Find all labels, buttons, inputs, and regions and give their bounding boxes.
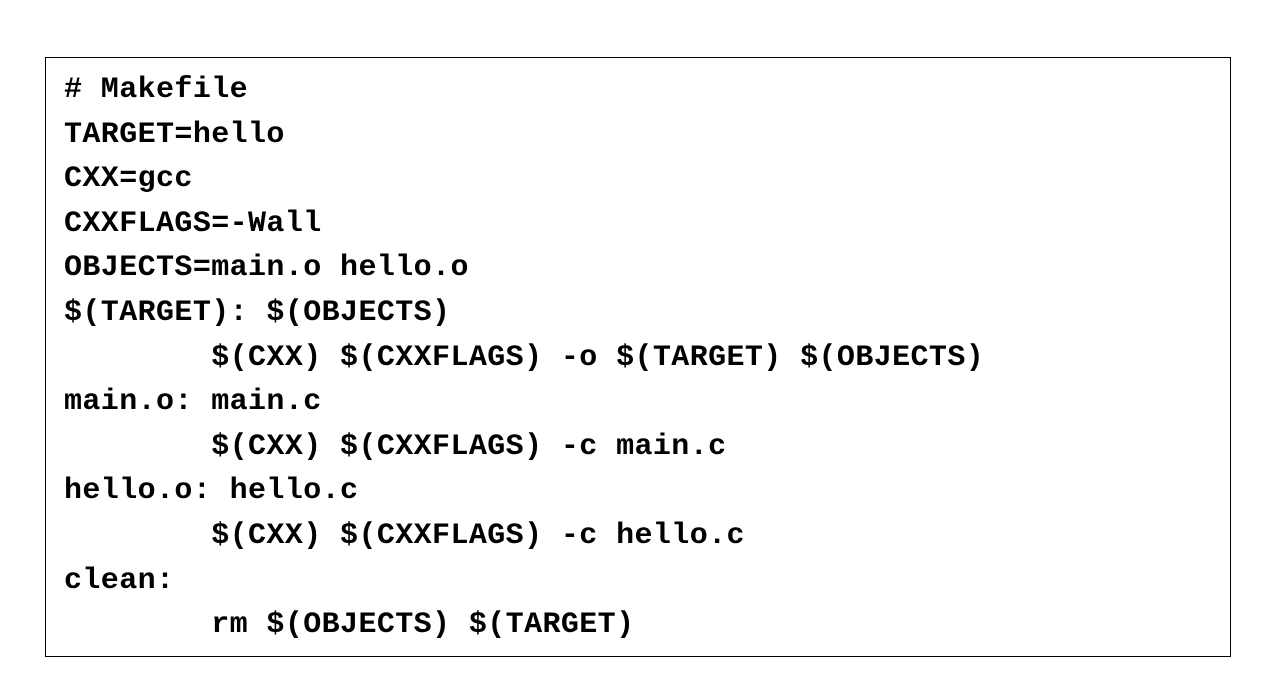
code-line-hello-recipe: $(CXX) $(CXXFLAGS) -c hello.c bbox=[64, 518, 745, 553]
code-line-cxx-var: CXX=gcc bbox=[64, 162, 193, 197]
makefile-code-lines: # Makefile TARGET=hello CXX=gcc CXXFLAGS… bbox=[64, 68, 984, 648]
makefile-code-box: # Makefile TARGET=hello CXX=gcc CXXFLAGS… bbox=[45, 57, 1231, 657]
code-line-target-recipe: $(CXX) $(CXXFLAGS) -o $(TARGET) $(OBJECT… bbox=[64, 340, 985, 375]
code-line-target-var: TARGET=hello bbox=[64, 117, 285, 152]
code-line-clean-rule: clean: bbox=[64, 563, 175, 598]
code-line-main-rule: main.o: main.c bbox=[64, 385, 322, 420]
code-line-hello-rule: hello.o: hello.c bbox=[64, 474, 359, 509]
code-line-objects-var: OBJECTS=main.o hello.o bbox=[64, 251, 469, 286]
code-line-comment: # Makefile bbox=[64, 73, 249, 107]
code-line-target-rule: $(TARGET): $(OBJECTS) bbox=[64, 295, 451, 330]
code-line-cxxflags-var: CXXFLAGS=-Wall bbox=[64, 206, 322, 241]
code-line-main-recipe: $(CXX) $(CXXFLAGS) -c main.c bbox=[64, 429, 727, 464]
code-line-clean-recipe: rm $(OBJECTS) $(TARGET) bbox=[64, 608, 635, 643]
